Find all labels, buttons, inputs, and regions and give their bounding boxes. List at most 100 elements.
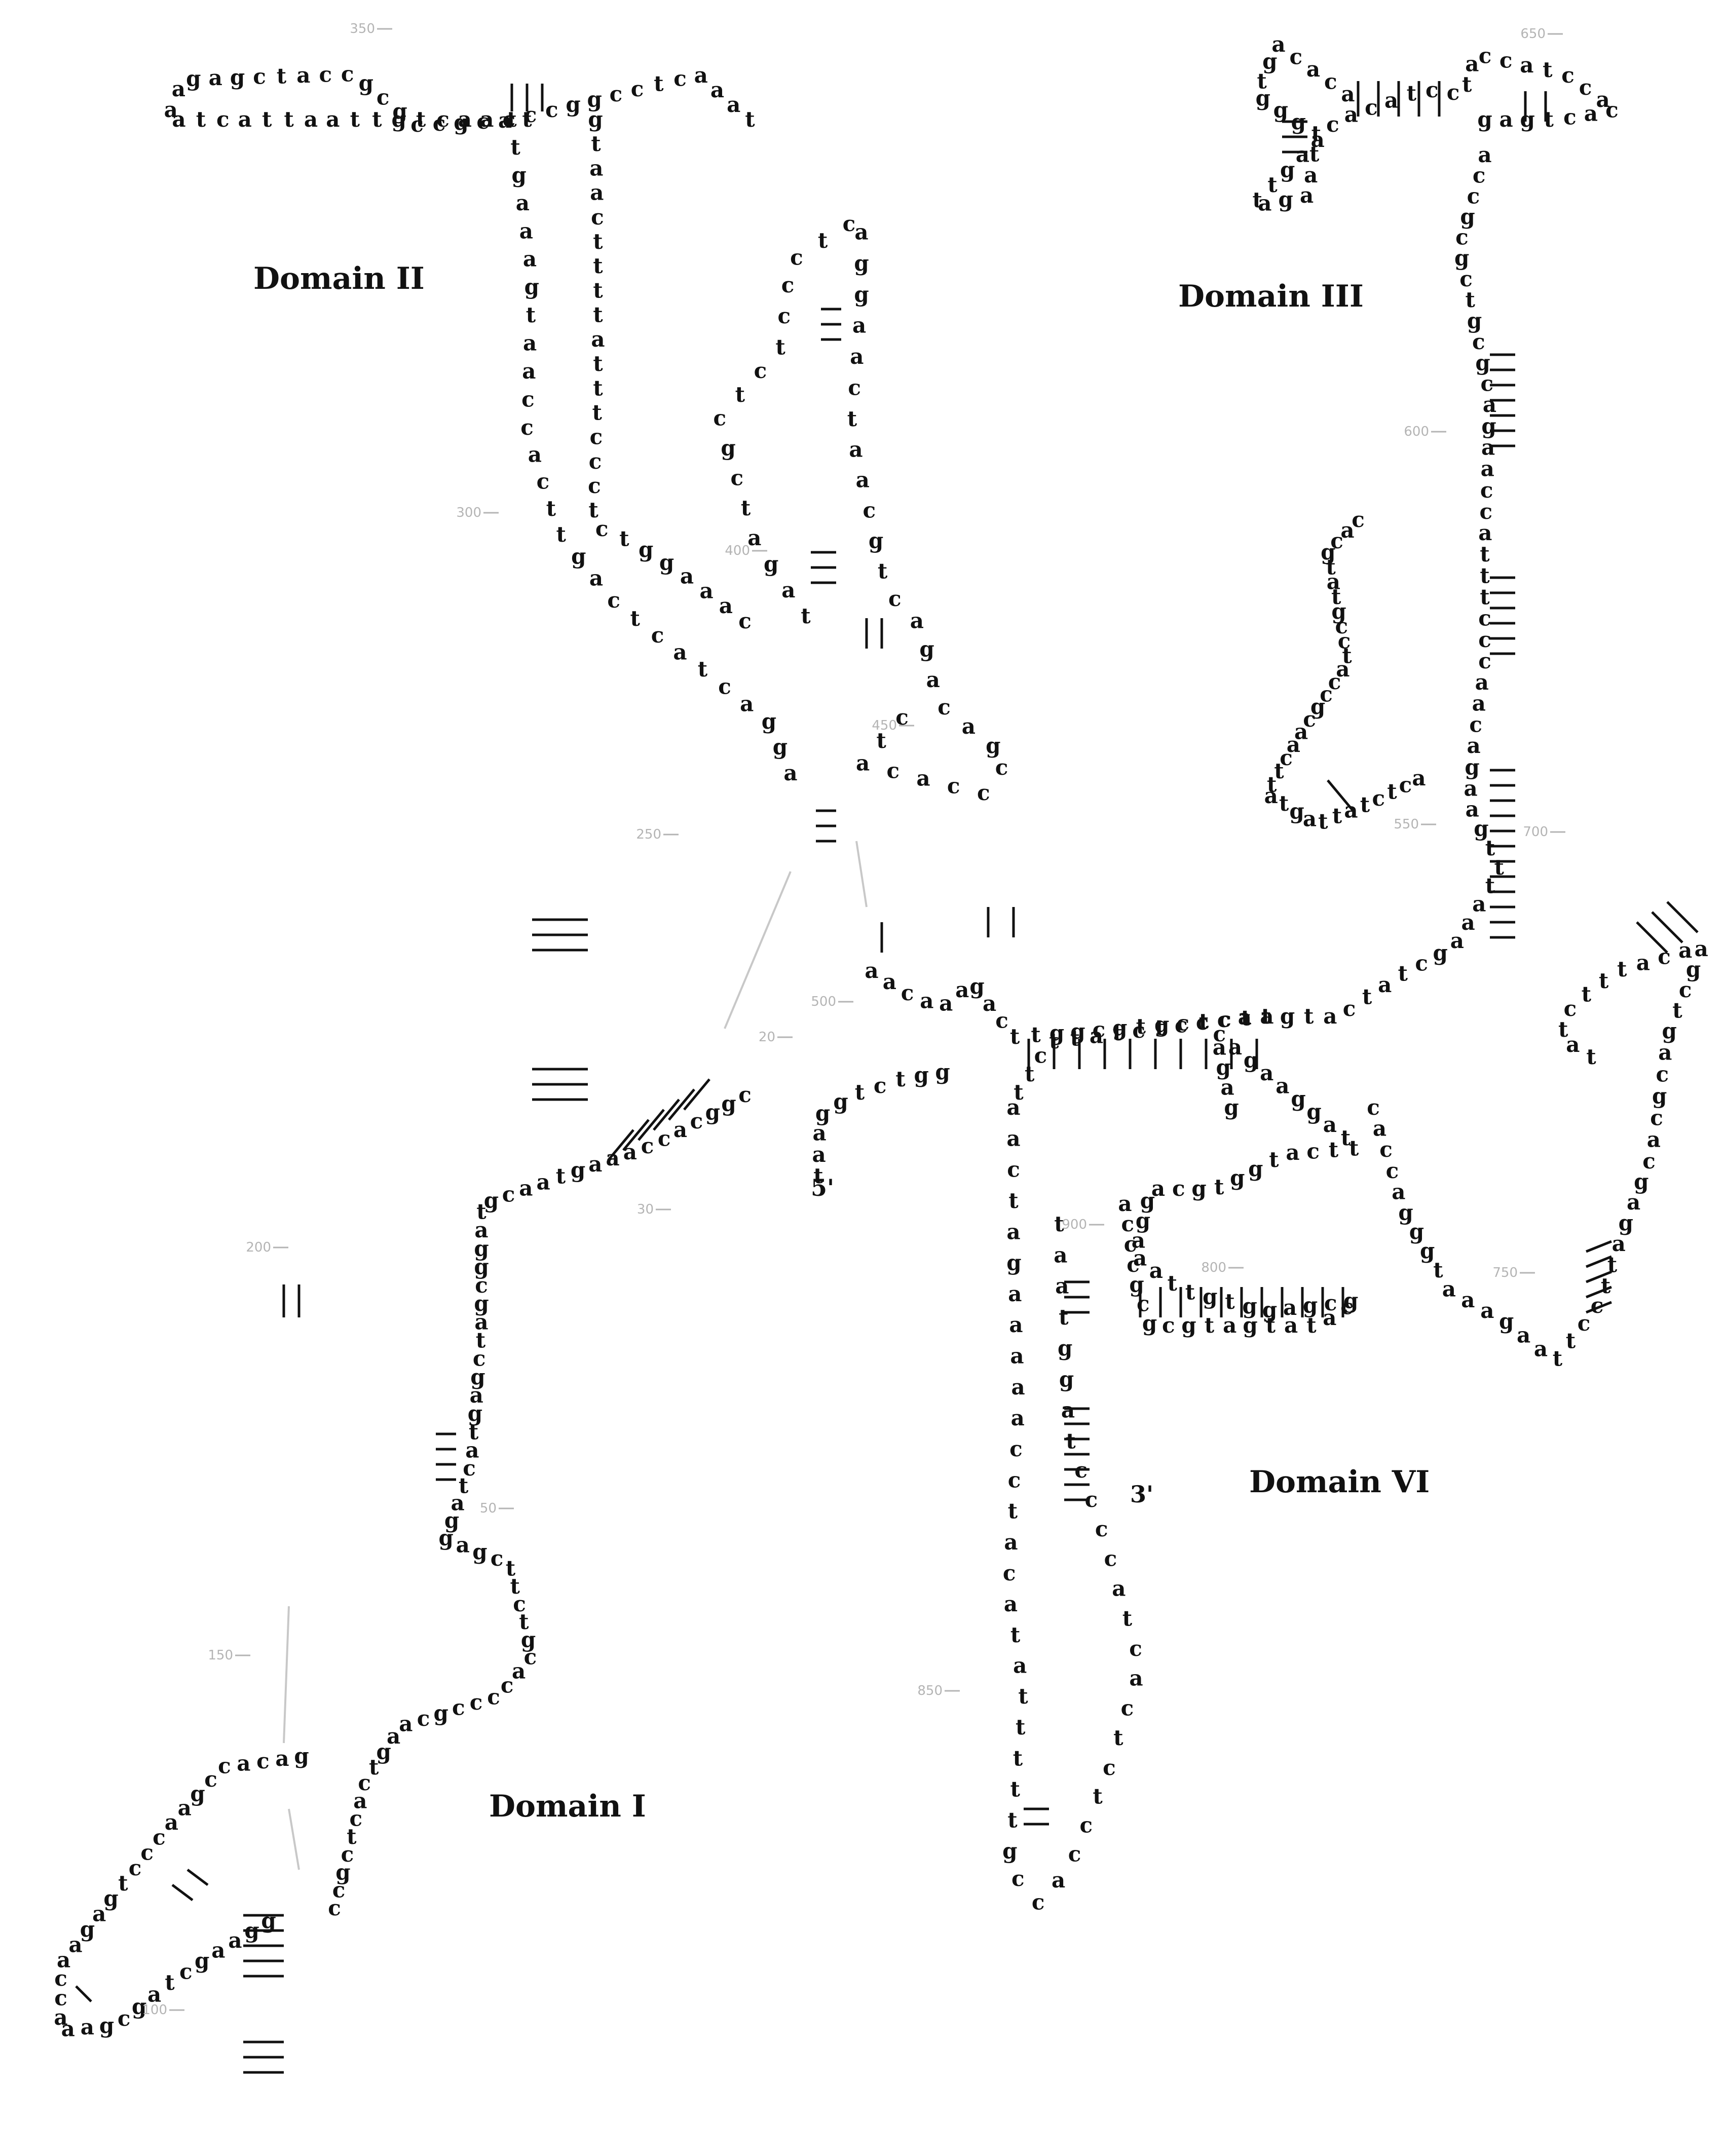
nucleotide: t — [1049, 1029, 1059, 1053]
nucleotide: a — [1467, 733, 1480, 758]
nucleotide: t — [196, 107, 206, 132]
nucleotide: t — [510, 1574, 520, 1599]
nucleotide: c — [690, 1109, 703, 1133]
nucleotide: a — [1344, 798, 1358, 823]
nucleotide: c — [1605, 98, 1619, 123]
nucleotide: c — [1579, 75, 1592, 100]
nucleotide: c — [1008, 1468, 1021, 1493]
nucleotide: a — [164, 97, 178, 122]
nucleotide: c — [1007, 1157, 1020, 1182]
nucleotide: a — [172, 77, 185, 101]
nucleotide: c — [589, 449, 602, 474]
nucleotide: c — [1137, 1292, 1150, 1316]
nucleotide: c — [1467, 183, 1480, 208]
nucleotide: c — [1469, 712, 1482, 737]
nucleotide: t — [510, 135, 520, 160]
nucleotide: a — [939, 991, 953, 1015]
nucleotide: c — [129, 1856, 142, 1880]
nucleotide: t — [519, 1609, 529, 1634]
nucleotide: a — [519, 218, 533, 243]
nucleotide: g — [1465, 754, 1479, 779]
nucleotide: g — [472, 1539, 487, 1564]
base-pair-bond — [1586, 1285, 1612, 1299]
nucleotide: a — [1483, 392, 1496, 417]
nucleotide: t — [593, 253, 603, 278]
nucleotide: g — [392, 99, 407, 124]
base-pair-bond — [1586, 1270, 1612, 1283]
nucleotide: a — [962, 714, 976, 739]
position-marks: 2030501001502002503003504004505005506006… — [142, 21, 1565, 2018]
nucleotide: t — [369, 1755, 379, 1780]
nucleotide: c — [790, 245, 803, 270]
position-mark: 250 — [636, 827, 661, 842]
nucleotide: c — [1124, 1232, 1137, 1257]
nucleotide: c — [253, 64, 266, 89]
domain-label-i: Domain I — [489, 1789, 646, 1824]
base-pair-bond — [683, 1078, 710, 1111]
nucleotide: g — [1243, 1294, 1257, 1318]
nucleotide: t — [592, 400, 602, 425]
nucleotide: c — [1459, 267, 1473, 291]
nucleotide: g — [914, 1063, 929, 1087]
nucleotide: a — [1258, 191, 1271, 215]
nucleotide: a — [1011, 1375, 1025, 1399]
nucleotide: c — [718, 674, 731, 699]
nucleotide: c — [1326, 112, 1339, 137]
nucleotide: a — [1213, 1035, 1226, 1060]
nucleotide: t — [847, 406, 857, 431]
connector-line — [724, 871, 792, 1029]
nucleotide: c — [524, 1644, 537, 1669]
nucleotide: t — [1025, 1062, 1035, 1086]
base-pair-bond — [1586, 1240, 1612, 1253]
position-mark: 500 — [811, 994, 836, 1009]
nucleotide: c — [216, 107, 230, 132]
nucleotide: t — [459, 1473, 469, 1498]
nucleotide: a — [1373, 1116, 1386, 1141]
nucleotide: g — [1142, 1311, 1157, 1336]
nucleotide: t — [1257, 69, 1267, 94]
nucleotide: a — [1133, 1246, 1147, 1271]
nucleotide: a — [1118, 1191, 1132, 1216]
position-mark: 200 — [246, 1240, 271, 1255]
nucleotide: t — [855, 1080, 865, 1105]
nucleotide: g — [854, 282, 869, 307]
nucleotide: g — [294, 1744, 309, 1768]
nucleotide: t — [1113, 1725, 1123, 1750]
nucleotide: c — [1499, 48, 1513, 73]
nucleotide: t — [1329, 1138, 1339, 1162]
nucleotide: t — [506, 1556, 516, 1581]
nucleotide: c — [1085, 1487, 1098, 1512]
nucleotide: t — [1010, 1776, 1020, 1801]
nucleotide: t — [1306, 1313, 1317, 1338]
position-mark: 20 — [759, 1030, 775, 1045]
nucleotide: t — [1155, 1015, 1165, 1040]
nucleotide: g — [1224, 1095, 1239, 1120]
position-mark: 350 — [350, 21, 375, 36]
nucleotide: t — [1269, 1147, 1279, 1172]
nucleotide: c — [521, 387, 535, 412]
nucleotide: g — [244, 1918, 259, 1943]
nucleotide: c — [54, 1986, 67, 2011]
nucleotide: g — [1191, 1176, 1206, 1201]
nucleotide: a — [1009, 1312, 1023, 1337]
nucleotide: a — [211, 1938, 225, 1963]
nucleotide: c — [204, 1767, 217, 1792]
nucleotide: c — [1642, 1149, 1656, 1174]
nucleotide: a — [727, 92, 740, 117]
nucleotide: c — [947, 773, 960, 798]
nucleotide: a — [1054, 1242, 1067, 1267]
nucleotide: c — [1656, 1062, 1669, 1087]
nucleotide: c — [1290, 45, 1303, 69]
nucleotide: c — [1480, 499, 1493, 524]
nucleotide: a — [1151, 1176, 1165, 1201]
nucleotide: a — [519, 1176, 533, 1200]
nucleotide: a — [1304, 163, 1318, 187]
nucleotide: a — [606, 1146, 619, 1170]
base-pair-bond — [622, 1119, 650, 1151]
nucleotide: g — [588, 107, 603, 132]
nucleotide: c — [433, 111, 446, 136]
nucleotide: a — [1534, 1336, 1548, 1361]
nucleotide: g — [1154, 1012, 1169, 1037]
nucleotide: c — [118, 2006, 131, 2031]
nucleotide: c — [513, 1592, 526, 1616]
